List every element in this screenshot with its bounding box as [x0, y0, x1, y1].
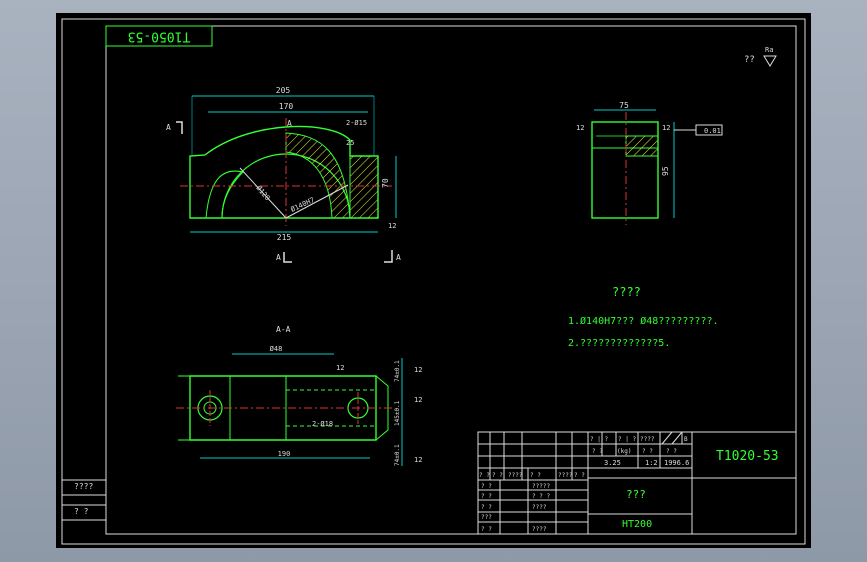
- rotated-code-box: T1050-53: [105, 25, 213, 47]
- tb-scale-1: ? | ?: [590, 436, 608, 443]
- tb-weight-2: (kg): [617, 448, 631, 455]
- tb-scale-2: ? | ?: [618, 436, 636, 443]
- tb-right-4: ????: [532, 526, 547, 533]
- note-1: 1.Ø140H7??? Ø48?????????.: [568, 315, 719, 327]
- tb-right-3: ????: [532, 504, 547, 511]
- note-2: 2.?????????????5.: [568, 338, 670, 349]
- tb-head-2: ? ?: [492, 472, 503, 479]
- tb-head-1: ? ?: [479, 472, 490, 479]
- svg-text:Ra: Ra: [765, 46, 773, 54]
- svg-text:12: 12: [414, 366, 422, 374]
- side-tolerance: 0.01: [704, 127, 721, 135]
- tb-row-1: ? ?: [481, 483, 492, 490]
- section-dim-d48: Ø48: [270, 345, 283, 353]
- tb-value-date: 1996.6: [664, 459, 689, 467]
- tb-scale-4: B: [684, 436, 688, 443]
- tb-drawing-code: T1020-53: [716, 449, 779, 464]
- technical-notes: ???? 1.Ø140H7??? Ø48?????????. 2.???????…: [568, 285, 719, 349]
- side-strip: ???? ? ?: [62, 479, 106, 521]
- tb-value-scale: 1:2: [645, 459, 658, 467]
- sheet-background: [56, 13, 811, 548]
- front-dim-25: 25: [346, 139, 354, 147]
- section-dim-2x18: 2-Ø18: [312, 420, 333, 428]
- section-mark-a-bl: A: [276, 253, 281, 262]
- strip-label-1: ????: [74, 482, 93, 491]
- tb-scale-3: ????: [640, 436, 655, 443]
- svg-text:12: 12: [336, 364, 344, 372]
- tb-part-name: ???: [626, 488, 646, 501]
- tb-head-5: ????: [558, 472, 573, 479]
- outer-border: [61, 18, 806, 545]
- surface-roughness-mark: ?? Ra: [744, 46, 777, 67]
- side-view: 75 95 0.01 12 12: [576, 101, 723, 225]
- tb-right-1: ?????: [532, 483, 550, 490]
- section-label: A-A: [276, 325, 291, 334]
- side-dim-95: 95: [661, 166, 670, 176]
- svg-text:12: 12: [576, 124, 584, 132]
- tb-head-3: ????: [508, 472, 523, 479]
- section-mark-a-tr: A: [287, 119, 292, 128]
- front-dim-2x15: 2-Ø15: [346, 119, 367, 127]
- tb-weight-3: ? ?: [642, 448, 653, 455]
- inner-border: [105, 25, 797, 535]
- tb-row-2: ? ?: [481, 493, 492, 500]
- tb-head-4: ? ?: [530, 472, 541, 479]
- title-block: ? | ? ? | ? ???? B ? ? (kg) ? ? ? ? 3.25…: [477, 431, 797, 535]
- notes-title: ????: [612, 285, 641, 299]
- front-dim-70: 70: [381, 178, 390, 188]
- section-mark-a-br: A: [396, 253, 401, 262]
- svg-text:12: 12: [662, 124, 670, 132]
- tb-value-weight: 3.25: [604, 459, 621, 467]
- surface-mark-text: ??: [744, 55, 755, 65]
- section-dim-190: 190: [278, 450, 291, 458]
- front-dim-12: 12: [388, 222, 396, 230]
- front-dim-215: 215: [277, 233, 292, 242]
- section-tol-2: 145±0.1: [394, 400, 401, 426]
- front-dim-205: 205: [276, 86, 291, 95]
- tb-row-4: ???: [481, 514, 492, 521]
- tb-weight-4: ? ?: [666, 448, 677, 455]
- front-dim-170: 170: [279, 102, 294, 111]
- tb-material: HT200: [622, 519, 652, 530]
- front-view: 205 170 215 70 2-Ø15 25 Ø120 Ø140H7 12 A…: [166, 86, 401, 263]
- tb-weight-1: ? ?: [592, 448, 603, 455]
- tb-row-5: ? ?: [481, 526, 492, 533]
- section-tol-3: 74±0.1: [394, 444, 401, 466]
- tb-right-2: ? ? ?: [532, 493, 550, 500]
- svg-text:12: 12: [414, 396, 422, 404]
- strip-label-2: ? ?: [74, 507, 89, 516]
- section-tol-1: 74±0.1: [394, 360, 401, 382]
- svg-text:12: 12: [414, 456, 422, 464]
- section-mark-a-tl: A: [166, 123, 171, 132]
- rotated-code-text: T1050-53: [128, 29, 191, 44]
- side-dim-75: 75: [619, 101, 629, 110]
- section-view: A-A Ø48 190 2-Ø18 74±0.1 145±0.1 74±0.1 …: [176, 325, 422, 466]
- tb-head-6: ? ?: [574, 472, 585, 479]
- tb-row-3: ? ?: [481, 504, 492, 511]
